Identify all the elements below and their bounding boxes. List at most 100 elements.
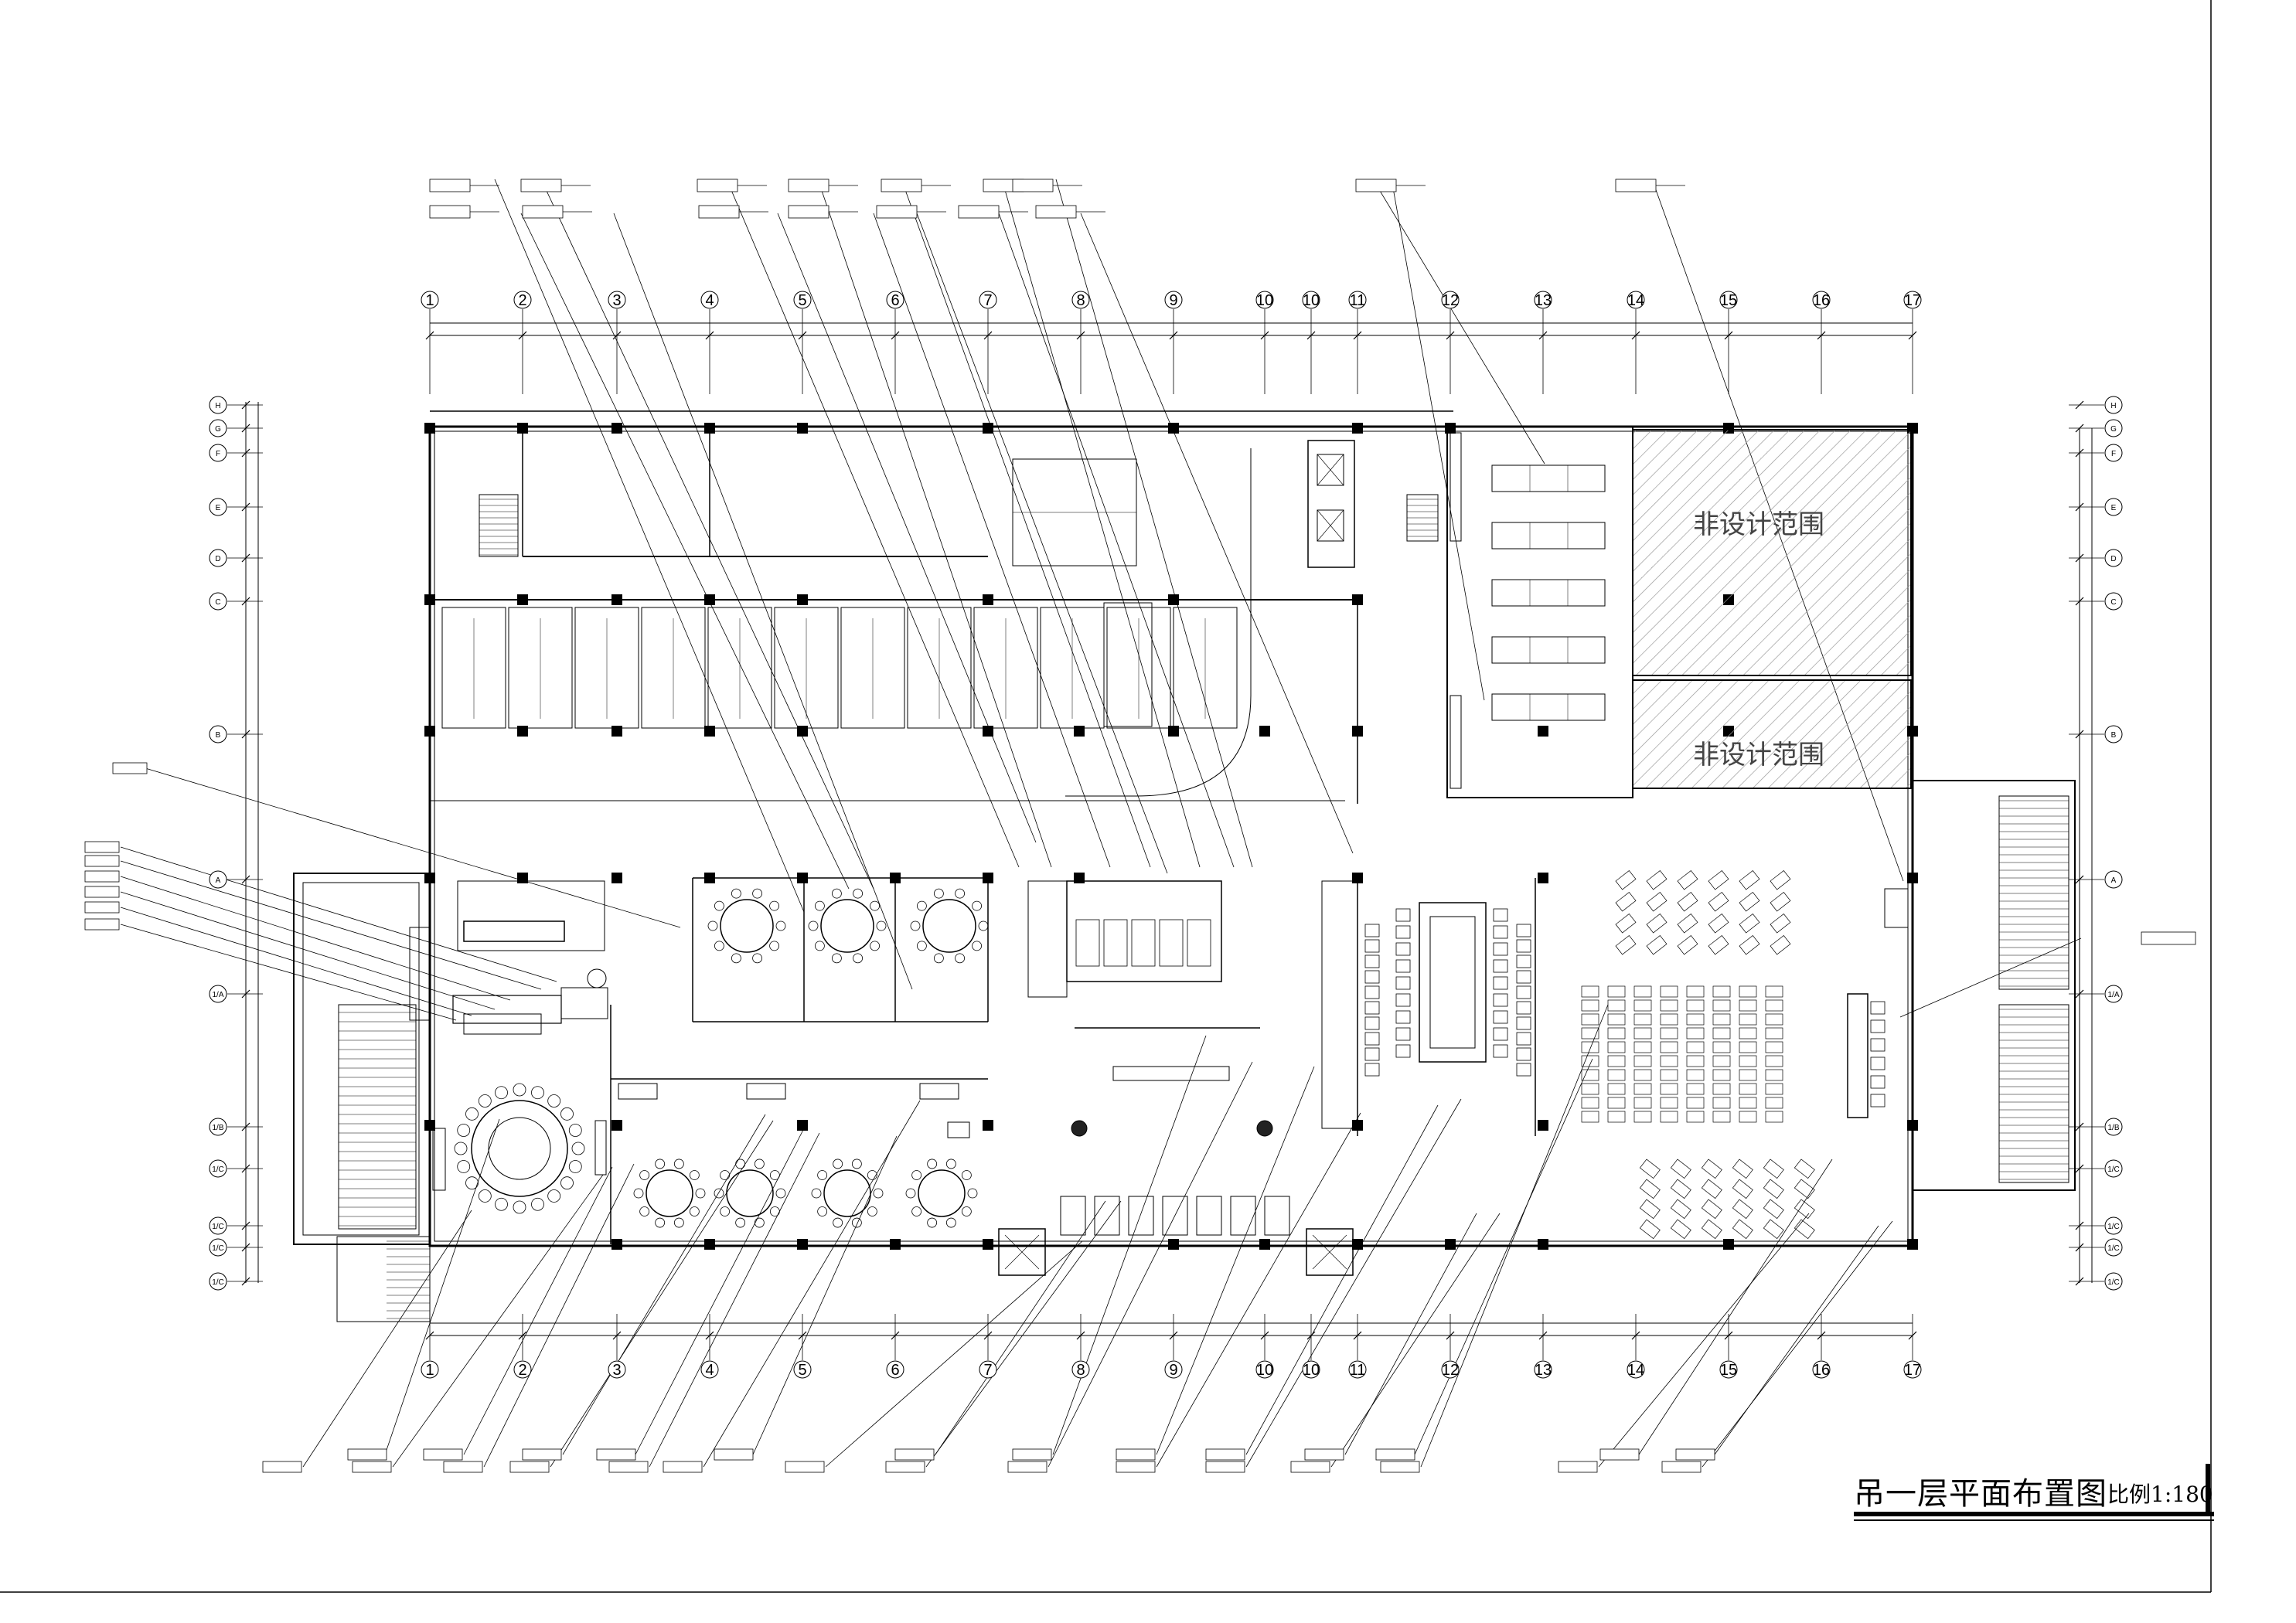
structural-column: [517, 726, 528, 737]
grid-bubble: [1534, 1360, 1552, 1379]
toilet-stall: [1131, 919, 1156, 967]
structural-column: [517, 594, 528, 605]
storage-unit: [441, 607, 506, 729]
lecture-seat: [1765, 1069, 1783, 1081]
title-underline-thin: [1854, 1519, 2214, 1521]
meeting-storage: [1321, 880, 1358, 1129]
meeting-side-chair: [1364, 1063, 1380, 1077]
structural-column: [983, 726, 993, 737]
grid-bubble-right-label: 1/C: [2107, 1223, 2120, 1231]
lecture-angled-seat: [1677, 934, 1698, 955]
grid-bubble-label: 17: [1904, 1362, 1921, 1379]
annotation-label-box: [522, 205, 564, 219]
annotation-label-box: [1290, 1461, 1330, 1473]
annotation-label-box: [698, 205, 740, 219]
grid-bubble-left: [209, 870, 227, 889]
grid-bubble-label: 2: [518, 292, 526, 309]
meeting-side-chair: [1516, 924, 1531, 937]
grid-bubble: [1441, 291, 1460, 309]
hall-chair: [811, 1188, 822, 1199]
drawing-scale: 比例1:180: [2107, 1482, 2213, 1507]
dimension-tick: [1724, 1331, 1733, 1340]
annotation-label-box: [1205, 1461, 1245, 1473]
annotation-leader: [825, 1240, 1083, 1468]
grid-bubble: [1164, 291, 1183, 309]
podium-chair: [1870, 1056, 1886, 1070]
vip-chair: [457, 1124, 471, 1137]
lounge-sofa: [452, 995, 562, 1024]
archive-shelf: [1491, 693, 1606, 721]
meeting-chair: [1395, 976, 1411, 990]
grid-bubble-label: 1: [425, 292, 434, 309]
dimension-tick: [2075, 1243, 2084, 1252]
private-room-chair: [815, 900, 825, 911]
dimension-tick: [2075, 1164, 2084, 1173]
annotation-label-box: [429, 205, 471, 219]
elevator-cross: [1317, 509, 1344, 542]
grid-bubble-label: 8: [1076, 292, 1085, 309]
dimension-tick: [1908, 331, 1917, 340]
private-room-chair: [731, 953, 741, 964]
annotation-leader: [1638, 1159, 1833, 1455]
lecture-seat: [1686, 1027, 1705, 1039]
structural-column: [424, 1120, 435, 1131]
archive-shelf: [1491, 636, 1606, 664]
grid-bubble-label: 3: [612, 1362, 621, 1379]
grid-bubble-label: 10: [1256, 1362, 1273, 1379]
hall-chair: [967, 1188, 978, 1199]
private-room-chair: [972, 900, 982, 911]
lecture-seat: [1581, 1041, 1599, 1053]
grid-bubble-left: [209, 498, 227, 516]
grid-bubble-left: [209, 985, 227, 1003]
lecture-seat: [1765, 1013, 1783, 1026]
left-stair-block-inner: [302, 882, 420, 1236]
lobby-sofa: [1264, 1196, 1290, 1236]
hall-chair: [689, 1170, 700, 1180]
not-in-scope-zone-upper: [1632, 429, 1912, 676]
lecture-angled-seat: [1763, 1159, 1784, 1179]
grid-bubble: [1348, 1360, 1367, 1379]
lecture-angled-seat: [1794, 1199, 1815, 1220]
title-endbar: [2206, 1464, 2210, 1515]
grid-bubble-label: 9: [1169, 1362, 1177, 1379]
hall-sink: [618, 1083, 658, 1100]
lecture-seat: [1765, 1097, 1783, 1109]
dimension-tick: [241, 597, 250, 606]
podium-chair: [1870, 1001, 1886, 1015]
meeting-side-chair: [1516, 970, 1531, 984]
grid-bubble-label: 4: [705, 1362, 714, 1379]
private-room-chair: [917, 900, 927, 911]
lecture-angled-seat: [1770, 913, 1791, 934]
grid-bubble: [608, 1360, 626, 1379]
grid-bubble-label: 7: [983, 1362, 992, 1379]
lecture-seat: [1686, 1083, 1705, 1095]
private-room-chair: [832, 953, 842, 964]
private-room-chair: [808, 920, 819, 931]
meeting-side-chair: [1364, 924, 1380, 937]
grid-bubble: [421, 1360, 439, 1379]
grid-bubble-left-label: 1/C: [212, 1223, 224, 1231]
dimension-tick: [2075, 424, 2084, 433]
lecture-seat: [1765, 1041, 1783, 1053]
dimension-tick: [2075, 1277, 2084, 1286]
lecture-angled-seat: [1732, 1159, 1753, 1179]
annotation-label-box: [84, 870, 120, 883]
structural-column: [611, 423, 622, 434]
structural-column: [424, 423, 435, 434]
dimension-tick: [1260, 331, 1269, 340]
lecture-seat: [1765, 1111, 1783, 1123]
dimension-tick: [891, 1331, 900, 1340]
grid-bubble-right: [2104, 1272, 2123, 1291]
grid-bubble-label: 15: [1720, 292, 1737, 309]
lecture-equipment: [1884, 888, 1909, 928]
annotation-label-box: [1116, 1461, 1156, 1473]
dimension-tick: [241, 502, 250, 512]
archive-side-shelf: [1449, 695, 1462, 789]
dimension-tick: [1538, 331, 1548, 340]
meeting-chair: [1395, 925, 1411, 939]
meeting-chair: [1493, 942, 1508, 956]
structural-column: [1907, 1239, 1918, 1250]
storage-unit: [574, 607, 639, 729]
private-room-chair: [752, 888, 762, 899]
meeting-side-chair: [1364, 954, 1380, 968]
